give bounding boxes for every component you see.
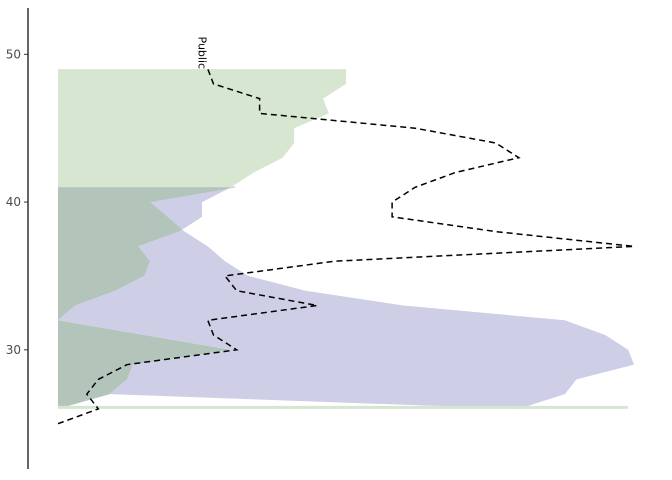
dashed-line-series	[57, 68, 635, 425]
y-tick-label-50: 50	[6, 47, 21, 61]
annotation-label-1: Public	[196, 37, 209, 70]
y-axis-ticks: 30 40 50	[6, 47, 28, 357]
annotation-layer: Public	[196, 37, 209, 70]
area-series-3	[58, 69, 346, 188]
y-tick-label-30: 30	[6, 343, 21, 357]
area-series-3-base	[58, 405, 629, 409]
area-series-2	[58, 185, 634, 409]
y-tick-label-40: 40	[6, 195, 21, 209]
line-layer	[57, 68, 635, 425]
area-layer	[58, 69, 634, 409]
